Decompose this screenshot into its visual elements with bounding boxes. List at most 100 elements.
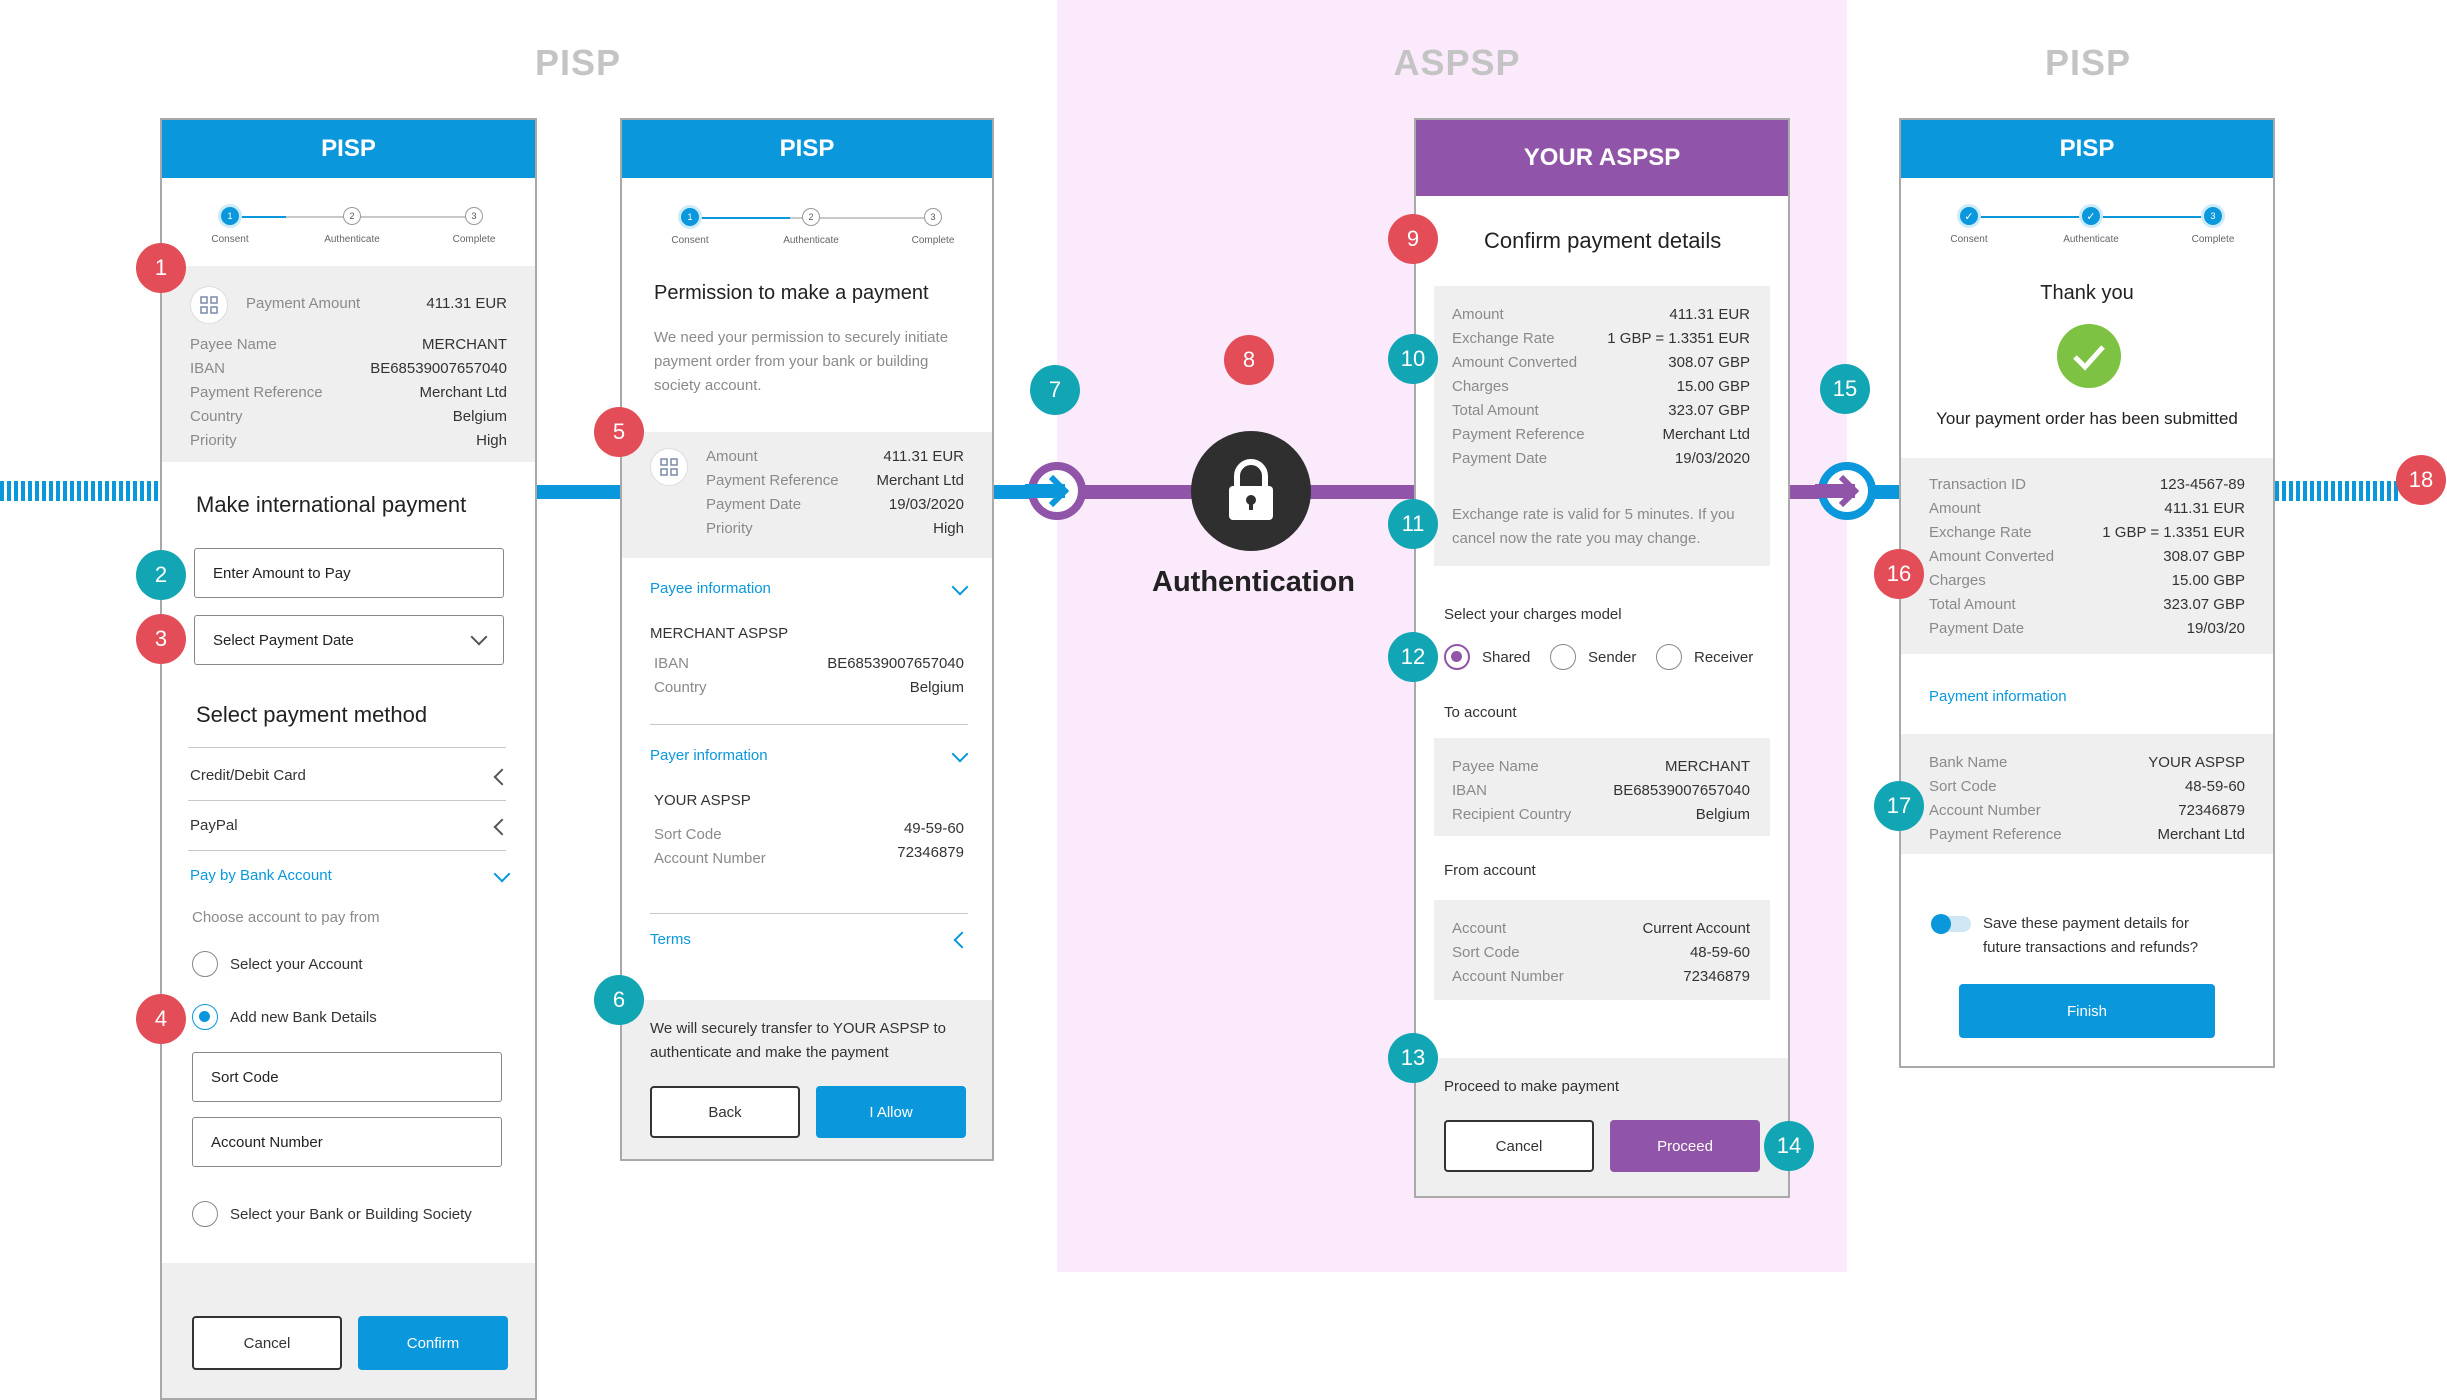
finish-button[interactable]: Finish bbox=[1959, 984, 2215, 1038]
rate-note: Exchange rate is valid for 5 minutes. If… bbox=[1452, 506, 1735, 523]
terms-toggle[interactable]: Terms bbox=[650, 931, 691, 948]
account-number-input[interactable]: Account Number bbox=[192, 1117, 502, 1167]
radio-charge-sender[interactable] bbox=[1550, 644, 1576, 670]
step-badge-12: 12 bbox=[1388, 632, 1438, 682]
flow-dashes-left bbox=[0, 481, 160, 501]
check-circle-icon bbox=[2057, 324, 2121, 388]
sort-code-input[interactable]: Sort Code bbox=[192, 1052, 502, 1102]
row-value: BE68539007657040 bbox=[370, 360, 507, 377]
method-bank[interactable]: Pay by Bank Account bbox=[190, 867, 332, 884]
row-value: High bbox=[933, 520, 964, 537]
row-label: Charges bbox=[1452, 378, 1509, 395]
screen2-header: PISP bbox=[622, 120, 992, 178]
step-badge-14: 14 bbox=[1764, 1121, 1814, 1171]
row-value: 48-59-60 bbox=[2184, 778, 2245, 795]
step-badge-8: 8 bbox=[1224, 335, 1274, 385]
row-label: Transaction ID bbox=[1929, 476, 2026, 493]
row-value: 123-4567-89 bbox=[2159, 476, 2245, 493]
save-details-label: Save these payment details for bbox=[1983, 915, 2189, 932]
row-label: Payment Date bbox=[1452, 450, 1548, 467]
row-label: Payee Name bbox=[1452, 758, 1539, 775]
chevron-left-icon bbox=[493, 768, 511, 786]
confirm-action-bar: Proceed to make payment Cancel Proceed bbox=[1416, 1058, 1788, 1196]
save-toggle[interactable] bbox=[1931, 914, 1971, 934]
chevron-down-icon bbox=[951, 578, 969, 596]
step-badge-16: 16 bbox=[1874, 549, 1924, 599]
method-card[interactable]: Credit/Debit Card bbox=[190, 767, 306, 784]
radio-select-account[interactable] bbox=[192, 951, 218, 977]
row-label: Payment Date bbox=[706, 496, 802, 513]
payment-amount-label: Payment Amount bbox=[246, 295, 361, 312]
flow-line-1-2 bbox=[536, 485, 621, 499]
row-label: Amount Converted bbox=[1929, 548, 2055, 565]
row-value: Merchant Ltd bbox=[2157, 826, 2245, 843]
payee-name: MERCHANT ASPSP bbox=[650, 625, 789, 642]
lock-icon bbox=[1191, 431, 1311, 551]
rate-note: cancel now the rate you may change. bbox=[1452, 530, 1701, 547]
step-badge-6: 6 bbox=[594, 975, 644, 1025]
radio-charge-shared[interactable] bbox=[1444, 644, 1470, 670]
payment-date-select[interactable]: Select Payment Date bbox=[194, 615, 504, 665]
payer-info-toggle[interactable]: Payer information bbox=[650, 747, 768, 764]
row-value: Belgium bbox=[452, 408, 507, 425]
row-label: Payment Reference bbox=[1929, 826, 2062, 843]
payee-info-toggle[interactable]: Payee information bbox=[650, 580, 771, 597]
step-badge-15: 15 bbox=[1820, 364, 1870, 414]
step-authenticate-label: Authenticate bbox=[2063, 234, 2119, 245]
payer-name: YOUR ASPSP bbox=[654, 792, 751, 809]
allow-button[interactable]: I Allow bbox=[816, 1086, 966, 1138]
proceed-button[interactable]: Proceed bbox=[1610, 1120, 1760, 1172]
radio-charge-receiver[interactable] bbox=[1656, 644, 1682, 670]
step-consent-dot: 1 bbox=[681, 208, 699, 226]
row-label: Charges bbox=[1929, 572, 1986, 589]
amount-input[interactable]: Enter Amount to Pay bbox=[194, 548, 504, 598]
row-label: Payment Reference bbox=[706, 472, 839, 489]
step-consent-dot: ✓ bbox=[1960, 207, 1978, 225]
step-authenticate-dot: ✓ bbox=[2082, 207, 2100, 225]
step-complete-dot: 3 bbox=[465, 207, 483, 225]
row-label: Amount bbox=[706, 448, 758, 465]
row-label: Country bbox=[654, 679, 707, 696]
arrow-circle-icon bbox=[1815, 462, 1876, 520]
row-label: Payment Date bbox=[1929, 620, 2025, 637]
back-button[interactable]: Back bbox=[650, 1086, 800, 1138]
row-label: Sort Code bbox=[654, 826, 722, 843]
radio-charge-receiver-label: Receiver bbox=[1694, 649, 1754, 666]
authentication-label: Authentication bbox=[1152, 566, 1355, 598]
row-value: Belgium bbox=[909, 679, 964, 696]
row-value: 15.00 GBP bbox=[1676, 378, 1750, 395]
row-value: 72346879 bbox=[2178, 802, 2245, 819]
row-value: 323.07 GBP bbox=[2163, 596, 2245, 613]
step-complete-label: Complete bbox=[2191, 234, 2235, 245]
row-label: IBAN bbox=[1452, 782, 1488, 799]
from-account-title: From account bbox=[1444, 862, 1536, 879]
radio-new-bank[interactable] bbox=[192, 1004, 218, 1030]
receipt-summary: Transaction ID 123-4567-89 Amount 411.31… bbox=[1901, 458, 2273, 654]
flow-dashes-right bbox=[2275, 481, 2400, 501]
cancel-button[interactable]: Cancel bbox=[192, 1316, 342, 1370]
row-label: Priority bbox=[190, 432, 237, 449]
step-badge-11: 11 bbox=[1388, 499, 1438, 549]
transfer-note: authenticate and make the payment bbox=[650, 1044, 889, 1061]
method-paypal[interactable]: PayPal bbox=[190, 817, 238, 834]
row-label: Amount bbox=[1452, 306, 1504, 323]
step-complete-dot: 3 bbox=[2204, 207, 2222, 225]
step-badge-5: 5 bbox=[594, 407, 644, 457]
toggle-knob bbox=[1931, 914, 1951, 934]
row-value: 1 GBP = 1.3351 EUR bbox=[2102, 524, 2245, 541]
row-value: Merchant Ltd bbox=[1662, 426, 1750, 443]
radio-select-bank[interactable] bbox=[192, 1201, 218, 1227]
cancel-button[interactable]: Cancel bbox=[1444, 1120, 1594, 1172]
to-account-box: Payee Name MERCHANT IBAN BE6853900765704… bbox=[1434, 738, 1770, 836]
permission-desc: payment order from your bank or building bbox=[654, 353, 929, 370]
section-title-aspsp: ASPSP bbox=[1393, 42, 1521, 83]
row-label: IBAN bbox=[654, 655, 690, 672]
row-label: Sort Code bbox=[1452, 944, 1520, 961]
payment-date-select-label: Select Payment Date bbox=[213, 631, 354, 649]
chevron-down-icon bbox=[493, 865, 511, 883]
row-value: BE68539007657040 bbox=[1613, 782, 1750, 799]
confirm-button[interactable]: Confirm bbox=[358, 1316, 508, 1370]
row-value: Merchant Ltd bbox=[876, 472, 964, 489]
row-label: Payee Name bbox=[190, 336, 277, 353]
payment-info-link[interactable]: Payment information bbox=[1929, 688, 2067, 705]
